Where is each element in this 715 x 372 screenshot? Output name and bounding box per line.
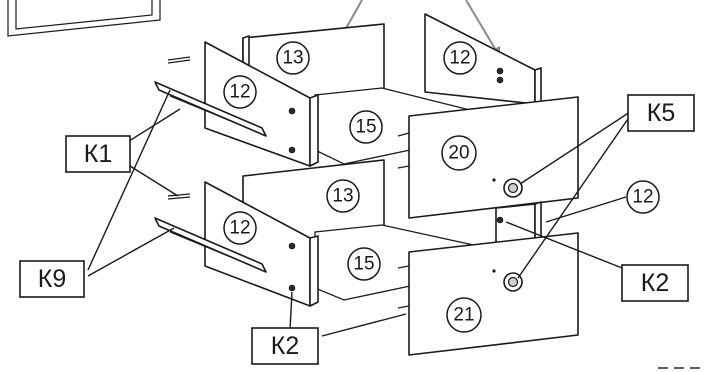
part-number-12-left-lower: 12 [223, 211, 257, 245]
side-panel-right-upper [424, 13, 536, 105]
label-text: К2 [271, 332, 299, 360]
part-number-label: 12 [449, 48, 470, 69]
knob-upper [503, 178, 523, 198]
label-k9: К9 [19, 260, 85, 298]
part-number-label: 12 [229, 82, 250, 103]
front-panel-lower [408, 232, 579, 356]
part-number-13-upper: 13 [276, 41, 310, 75]
runner-lower [154, 217, 267, 273]
leader-lines [87, 89, 631, 337]
part-number-label: 13 [282, 48, 303, 69]
part-number-12-right-upper: 12 [443, 41, 477, 75]
part-number-label: 12 [632, 187, 653, 208]
part-number-12-left-upper: 12 [223, 75, 257, 109]
upper-drawer [154, 13, 579, 219]
part-number-12-right-lower: 12 [626, 180, 660, 214]
part-number-15-upper: 15 [349, 110, 383, 144]
part-number-21: 21 [446, 297, 482, 333]
cabinet-frame-fragment [7, 0, 161, 37]
label-k2-right: К2 [621, 264, 689, 302]
runner-upper [154, 81, 267, 137]
label-k2-bottom: К2 [251, 327, 319, 365]
label-k5: К5 [627, 94, 695, 132]
part-number-label: 12 [229, 218, 250, 239]
part-number-15-lower: 15 [347, 247, 381, 281]
part-number-20: 20 [441, 135, 477, 171]
label-text: К5 [647, 99, 675, 127]
label-text: К1 [84, 140, 112, 168]
front-panel-upper [408, 96, 579, 219]
part-number-label: 15 [353, 254, 374, 275]
label-text: К9 [38, 265, 66, 293]
part-number-label: 21 [453, 305, 474, 326]
label-text: К2 [641, 269, 669, 297]
label-k1: К1 [65, 135, 131, 173]
part-number-label: 15 [355, 117, 376, 138]
part-number-label: 13 [332, 186, 353, 207]
part-number-13-lower: 13 [326, 179, 360, 213]
part-number-label: 20 [448, 143, 469, 164]
